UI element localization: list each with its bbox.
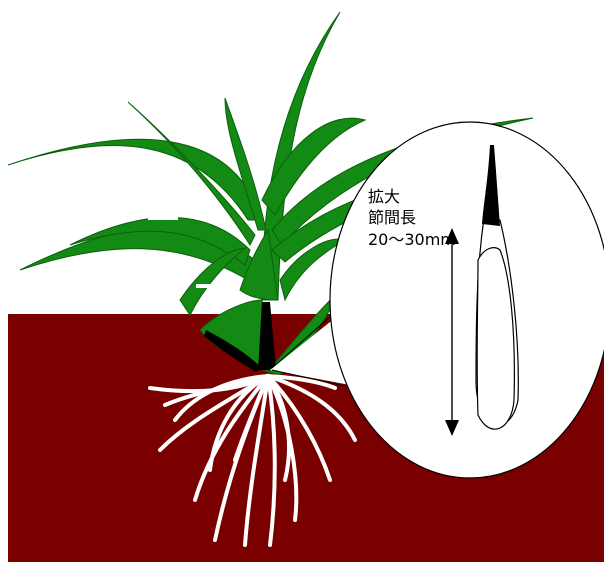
label-magnified: 拡大 — [368, 186, 400, 207]
label-internode-length: 節間長 — [368, 207, 416, 228]
label-length-range: 20～30mm — [368, 229, 456, 250]
magnifier-ellipse — [330, 122, 604, 478]
